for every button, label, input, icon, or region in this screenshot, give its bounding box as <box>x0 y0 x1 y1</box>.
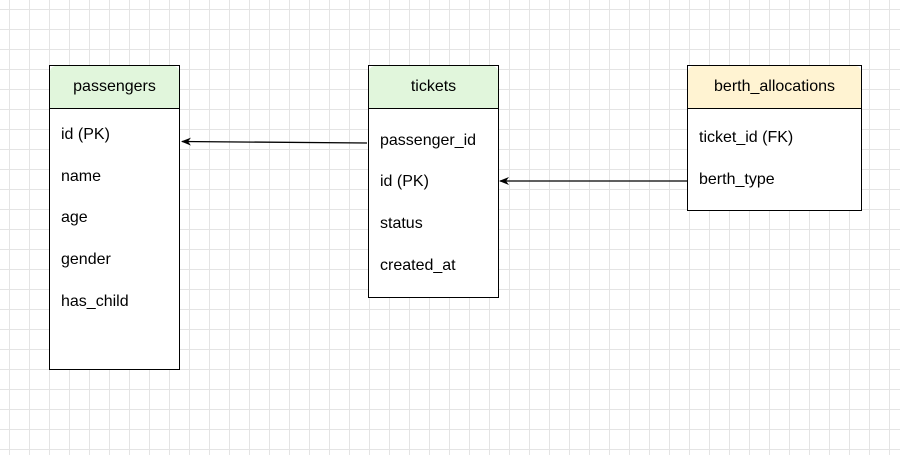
relationship-tickets-to-passengers[interactable] <box>181 137 368 146</box>
entity-berth-allocations-title: berth_allocations <box>714 78 835 95</box>
field-tickets-passenger-id: passenger_id <box>380 132 477 149</box>
entity-berth-allocations-header: berth_allocations <box>688 66 861 109</box>
field-berth-allocations-berth-type: berth_type <box>699 171 775 188</box>
field-passengers-id: id (PK) <box>61 126 110 143</box>
entity-berth-allocations[interactable]: berth_allocations ticket_id (FK) berth_t… <box>687 65 862 211</box>
field-tickets-id: id (PK) <box>380 173 429 190</box>
field-passengers-has-child: has_child <box>61 293 129 310</box>
field-tickets-created-at: created_at <box>380 257 456 274</box>
field-passengers-name: name <box>61 168 102 185</box>
field-passengers-gender: gender <box>61 251 111 268</box>
field-passengers-age: age <box>61 209 88 226</box>
entity-tickets[interactable]: tickets passenger_id id (PK) status crea… <box>368 65 499 298</box>
field-tickets-status: status <box>380 215 423 232</box>
entity-passengers-title: passengers <box>73 78 156 95</box>
entity-tickets-title: tickets <box>410 78 457 95</box>
entity-passengers-header: passengers <box>50 66 179 109</box>
entity-tickets-header: tickets <box>369 66 498 109</box>
entity-passengers[interactable]: passengers id (PK) name age gender has_c… <box>49 65 180 370</box>
field-berth-allocations-ticket-id: ticket_id (FK) <box>699 129 794 146</box>
